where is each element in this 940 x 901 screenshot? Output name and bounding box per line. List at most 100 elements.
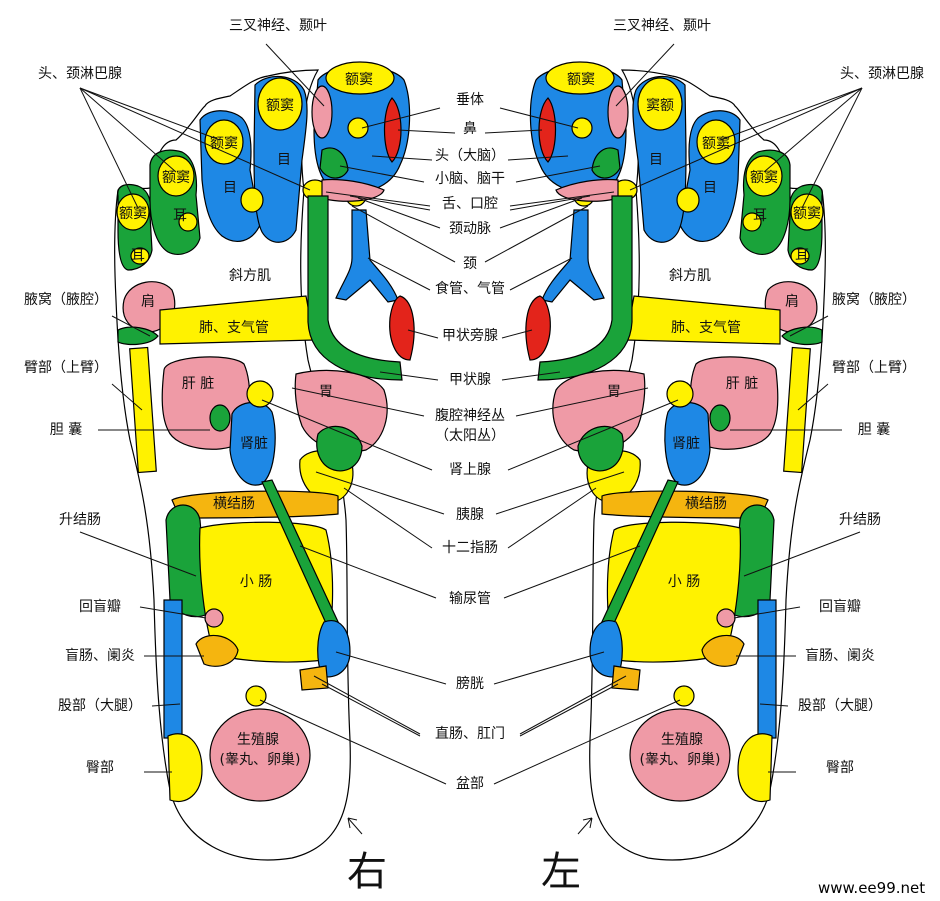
right-trachea [336,210,398,302]
right-rectum [300,666,328,690]
center-label-pancreas: 胰腺 [456,507,484,523]
right-arrow [348,818,362,834]
left-inner-transverse_colon-15: 横结肠 [685,496,727,512]
left-thigh-bar [758,600,776,738]
center-label-thyroid: 甲状腺 [449,372,491,388]
leader-right-16 [336,652,446,684]
right-inner-kidney-14: 肾脏 [240,436,268,452]
left-pelvis-dot [674,686,694,706]
right-gallbladder [210,405,230,431]
lymph-line-right-1 [80,88,176,172]
left-side-gallbladder: 胆 囊 [858,421,890,438]
right-side-ileocecal: 回盲瓣 [79,598,121,615]
left-inner-sinus-0: 额窦 [567,72,595,88]
right-inner-liver-13: 肝 脏 [182,376,214,392]
center-label-pelvis: 盆部 [456,776,484,792]
right-pelvis-dot [246,686,266,706]
left-trachea [542,210,604,302]
right-inner-sinus-3: 额窦 [162,170,190,186]
left-side-trigeminal: 三叉神经、颞叶 [613,18,711,34]
left-inner-gonad_sub-18: (睾丸、卵巢) [640,752,721,768]
right-side-trigeminal: 三叉神经、颞叶 [229,18,327,34]
left-inner-sinus-4: 额窦 [793,206,821,222]
right-thigh-bar [164,600,182,738]
right-inner-shoulder-10: 肩 [141,294,155,310]
left-inner-sinus-1: 窦额 [646,98,674,114]
center-label-rectum: 直肠、肛门 [435,725,505,742]
left-side-armpit: 腋窝（腋腔） [832,291,916,308]
right-trigeminal-area [312,86,332,138]
center-label-bladder: 膀胱 [456,675,484,692]
right-lymph-label: 头、颈淋巴腺 [38,66,122,82]
right-side-upper_arm: 臂部（上臂） [24,360,108,376]
right-inner-sinus-4: 额窦 [119,206,147,222]
left-inner-ear-8: 耳 [795,248,809,264]
right-inner-sinus-2: 额窦 [210,136,238,152]
right-ileocecal [205,609,223,627]
left-side-ileocecal: 回盲瓣 [819,598,861,615]
left-inner-trapezius-9: 斜方肌 [669,268,711,284]
center-label-solar_plexus_sub: （太阳丛） [435,428,505,444]
center-label-duodenum: 十二指肠 [442,540,498,556]
left-inner-small_intestine-16: 小 肠 [668,574,700,590]
left-inner-liver-13: 肝 脏 [726,376,758,392]
left-inner-sinus-3: 额窦 [750,170,778,186]
left-arrow [578,818,592,834]
left-inner-gonad-17: 生殖腺 [661,731,703,748]
right-inner-eye-5: 目 [277,152,291,168]
right-side-thigh: 股部（大腿） [58,698,142,714]
right-inner-stomach-12: 胃 [319,384,333,400]
left-inner-lung-11: 肺、支气管 [671,320,741,336]
left-trigeminal-area [608,86,628,138]
left-gallbladder [710,405,730,431]
left-parathyroid [526,296,550,360]
leader-left-16 [494,652,604,684]
right-inner-gonad-17: 生殖腺 [237,731,279,748]
left-inner-shoulder-10: 肩 [785,294,799,310]
center-label-adrenal: 肾上腺 [449,462,491,478]
right-foot-label: 右 [347,849,387,895]
center-label-esophagus: 食管、气管 [435,280,505,297]
left-eye-nub [677,188,699,212]
center-label-cerebellum: 小脑、脑干 [435,171,505,187]
right-pituitary [348,118,368,138]
left-ileocecal [717,609,735,627]
center-label-head_brain: 头（大脑） [435,148,505,164]
right-side-ascending_colon: 升结肠 [59,512,101,528]
left-side-thigh: 股部（大腿） [798,698,882,714]
left-inner-kidney-14: 肾脏 [672,436,700,452]
center-label-neck: 颈 [463,256,477,272]
left-lymph-label: 头、颈淋巴腺 [840,66,924,82]
left-foot-label: 左 [541,849,581,895]
right-inner-ear-8: 耳 [131,248,145,264]
center-label-ureter: 输尿管 [449,591,491,607]
right-parathyroid [390,296,414,360]
right-inner-sinus-0: 额窦 [345,72,373,88]
center-label-nose: 鼻 [463,120,477,137]
center-label-parathyroid: 甲状旁腺 [442,327,498,344]
lymph-line-left-1 [764,88,862,172]
center-label-tongue: 舌、口腔 [442,196,498,212]
right-inner-small_intestine-16: 小 肠 [240,574,272,590]
left-rectum [612,666,640,690]
left-inner-eye-5: 目 [649,152,663,168]
leader-right-14 [344,488,432,548]
right-inner-ear-7: 耳 [173,208,187,224]
right-side-armpit: 腋窝（腋腔） [24,291,108,308]
left-inner-eye-6: 目 [703,180,717,196]
right-inner-gonad_sub-18: (睾丸、卵巢) [220,752,301,768]
right-inner-sinus-1: 额窦 [266,98,294,114]
right-side-gallbladder: 胆 囊 [50,421,82,438]
leader-left-5 [500,198,582,228]
right-eye-nub [241,188,263,212]
center-label-carotid: 颈动脉 [449,221,491,237]
right-inner-trapezius-9: 斜方肌 [229,268,271,284]
left-inner-ear-7: 耳 [753,208,767,224]
left-side-upper_arm: 臂部（上臂） [832,360,916,376]
left-inner-sinus-2: 额窦 [702,136,730,152]
left-side-appendix: 盲肠、阑炎 [805,647,875,664]
lymph-line-left-0 [802,88,862,208]
center-label-pituitary: 垂体 [456,92,484,108]
right-inner-transverse_colon-15: 横结肠 [213,496,255,512]
